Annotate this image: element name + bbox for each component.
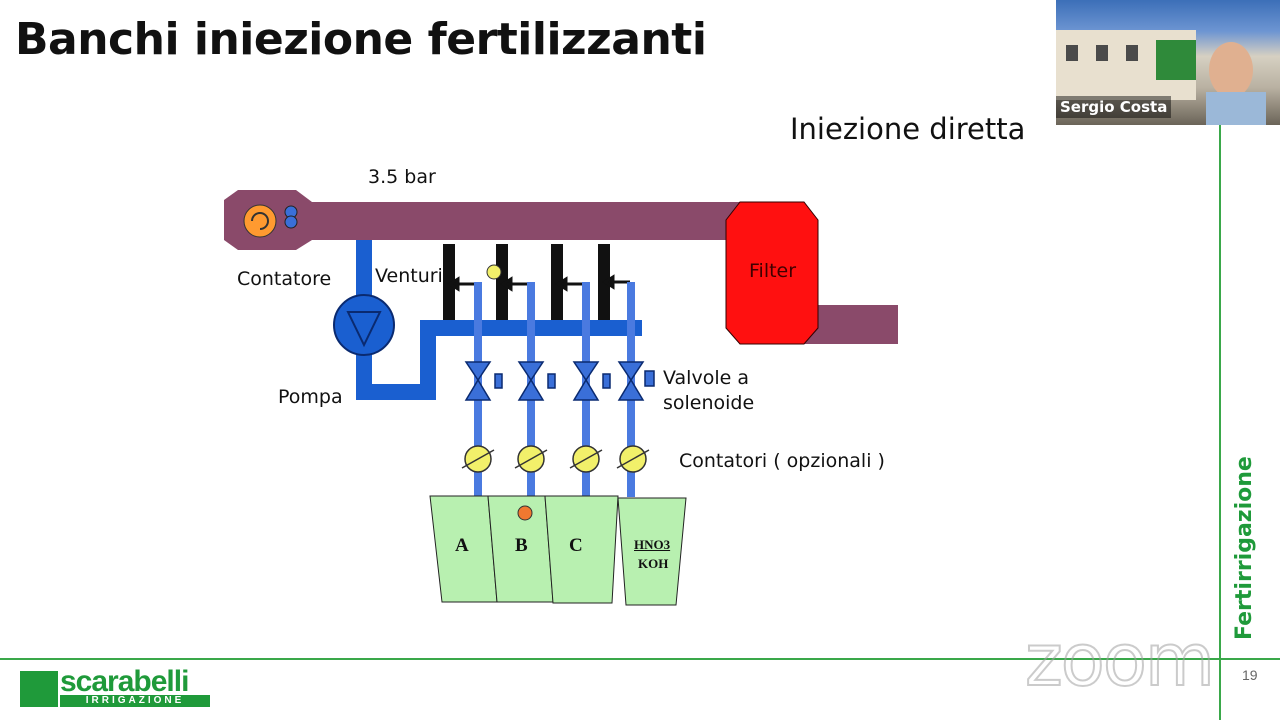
- pressure-label: 3.5 bar: [368, 166, 436, 188]
- meter-label: Contatore: [237, 268, 332, 290]
- solenoid-valves: [464, 361, 655, 401]
- pump-icon: [333, 294, 395, 356]
- section-label: Fertirrigazione: [1232, 456, 1257, 640]
- tank-c-label: C: [569, 535, 583, 556]
- filter-body: [725, 201, 819, 345]
- company-logo: scarabelli IRRIGAZIONE: [20, 665, 210, 711]
- main-pipe: [224, 190, 803, 250]
- page-number: 19: [1242, 667, 1258, 683]
- tank-b-label: B: [515, 535, 528, 556]
- tank-a-label: A: [455, 535, 469, 556]
- slide-subtitle: Iniezione diretta: [790, 112, 1026, 146]
- slide-title: Banchi iniezione fertilizzanti: [15, 14, 707, 65]
- venturi-label: Venturi: [375, 265, 443, 287]
- optional-meters-label: Contatori ( opzionali ): [679, 450, 885, 472]
- optional-meters: [464, 445, 647, 473]
- tank-d-label-line2: KOH: [638, 556, 669, 571]
- valves-label-line2: solenoide: [663, 392, 755, 414]
- footer-divider: [0, 658, 1280, 660]
- side-divider: [1219, 125, 1221, 720]
- participant-name: Sergio Costa: [1056, 96, 1172, 118]
- venturi-bar: [443, 244, 455, 320]
- logo-name: scarabelli: [60, 665, 189, 698]
- venturi-bar: [551, 244, 563, 320]
- logo-subtitle: IRRIGAZIONE: [60, 695, 210, 707]
- pump-label: Pompa: [278, 386, 343, 408]
- main-meter-icon: [243, 204, 277, 238]
- filter-label: Filter: [749, 260, 797, 282]
- valves-label-line1: Valvole a: [663, 367, 749, 389]
- leaf-icon: [20, 671, 58, 707]
- zoom-watermark: zoom: [1024, 617, 1216, 703]
- video-frame: [1056, 30, 1266, 125]
- venturi-bar: [496, 244, 508, 320]
- participant-video[interactable]: Sergio Costa: [1056, 0, 1280, 125]
- tank-d-label-line1: HNO3: [634, 537, 671, 552]
- tanks: [429, 495, 687, 606]
